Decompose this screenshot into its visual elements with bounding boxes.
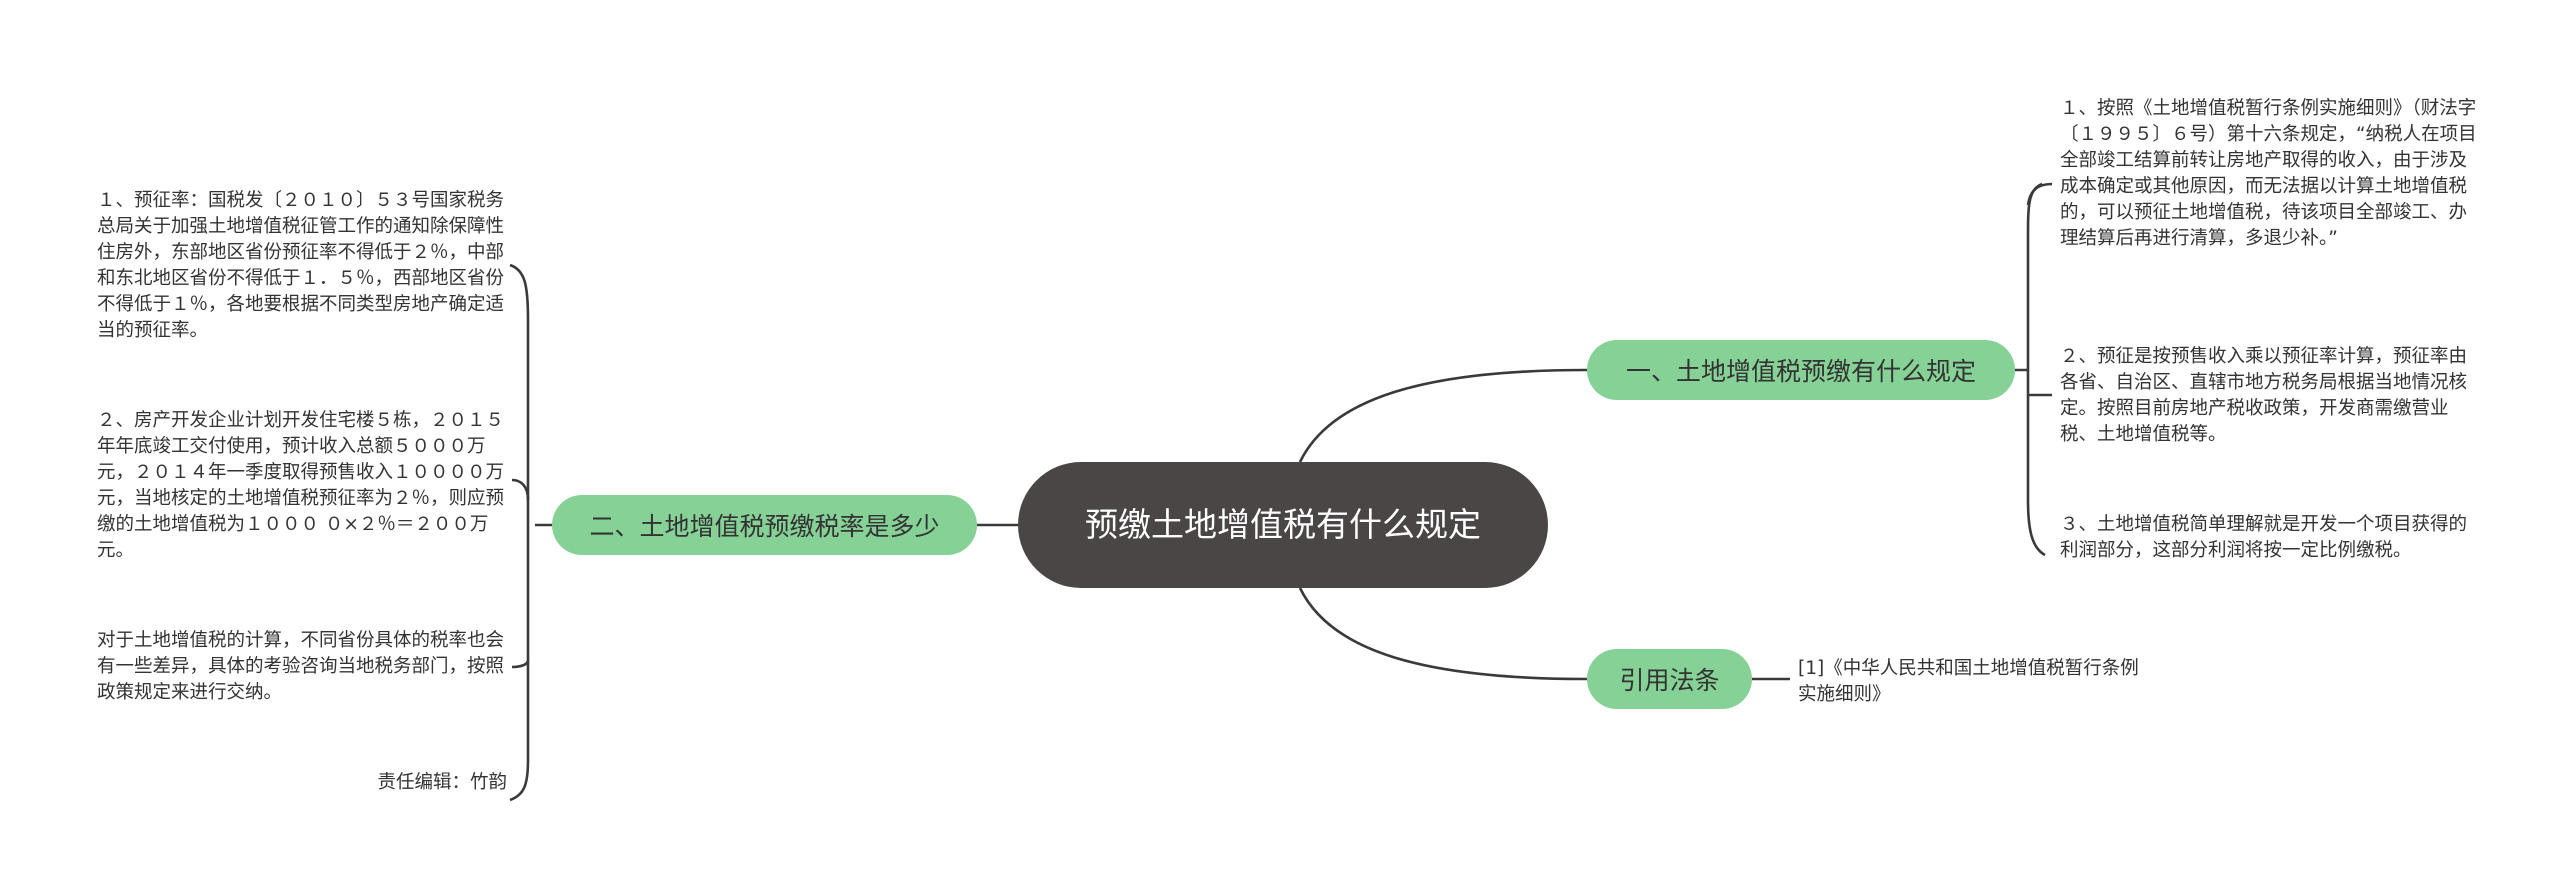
leaf-prepay-rate-3[interactable]: 对于土地增值税的计算，不同省份具体的税率也会有一些差异，具体的考验咨询当地税务部…: [97, 630, 505, 703]
link-prepay-rules-bracket: [2015, 182, 2046, 557]
root-topic-label: 预缴土地增值税有什么规定: [1085, 505, 1481, 544]
branch-references[interactable]: 引用法条: [1587, 649, 1752, 709]
leaf-prepay-rules-1[interactable]: １、按照《土地增值税暂行条例实施细则》（财法字〔１９９５〕６号）第十六条规定，“…: [2060, 98, 2477, 249]
link-root-references: [1298, 587, 1588, 681]
branch-prepay-rules[interactable]: 一、土地增值税预缴有什么规定: [1587, 340, 2015, 400]
leaf-prepay-rate-editor[interactable]: 责任编辑：竹韵: [377, 772, 507, 793]
leaf-prepay-rules-2[interactable]: ２、预征是按预售收入乘以预征率计算，预征率由各省、自治区、直辖市地方税务局根据当…: [2060, 346, 2468, 445]
link-prepay-rules-item1: [2026, 182, 2053, 206]
link-prepay-rate-item2: [511, 478, 530, 501]
link-root-prepay-rules: [1298, 368, 1588, 463]
leaf-prepay-rate-2[interactable]: ２、房产开发企业计划开发住宅楼５栋，２０１５年年底竣工交付使用，预计收入总额５０…: [97, 410, 505, 561]
branch-references-label: 引用法条: [1619, 666, 1720, 695]
branch-prepay-rate-label: 二、土地增值税预缴税率是多少: [589, 512, 940, 541]
root-topic[interactable]: 预缴土地增值税有什么规定: [1018, 462, 1548, 588]
link-prepay-rate-bracket: [509, 263, 530, 802]
branch-prepay-rate[interactable]: 二、土地增值税预缴税率是多少: [552, 495, 977, 555]
leaf-references-1[interactable]: [1]《中华人民共和国土地增值税暂行条例实施细则》: [1798, 658, 2139, 705]
branch-prepay-rules-label: 一、土地增值税预缴有什么规定: [1625, 357, 1976, 386]
leaf-prepay-rules-3[interactable]: ３、土地增值税简单理解就是开发一个项目获得的利润部分，这部分利润将按一定比例缴税…: [2060, 514, 2468, 561]
link-prepay-rate-item3: [511, 659, 530, 669]
leaf-prepay-rate-1[interactable]: １、预征率：国税发〔２０１０〕５３号国家税务总局关于加强土地增值税征管工作的通知…: [97, 190, 505, 341]
